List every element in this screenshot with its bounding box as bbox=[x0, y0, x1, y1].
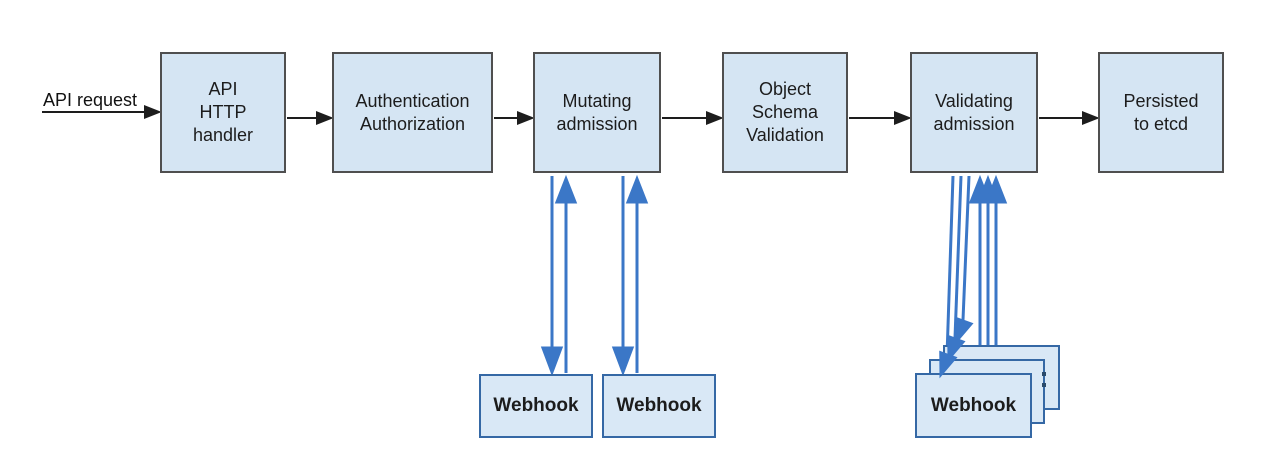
flow-arrow-validating-to-etcd bbox=[1039, 111, 1100, 125]
flow-box-api-http-handler: API HTTP handler bbox=[160, 52, 286, 173]
validating-webhook-down-lines bbox=[945, 175, 971, 357]
mutating-webhook2-down-arrow bbox=[611, 176, 635, 377]
webhook-box-mutating-2: Webhook bbox=[602, 374, 716, 438]
webhook-box-mutating-1: Webhook bbox=[479, 374, 593, 438]
flow-arrow-schema-to-validating bbox=[849, 111, 912, 125]
mutating-webhook1-down-arrow bbox=[540, 176, 564, 377]
api-request-label: API request bbox=[43, 90, 138, 110]
api-request-arrow bbox=[42, 105, 162, 119]
flow-arrow-mutating-to-schema bbox=[662, 111, 724, 125]
flow-box-persisted-to-etcd: Persisted to etcd bbox=[1098, 52, 1224, 173]
mutating-webhook2-up-arrow bbox=[625, 174, 649, 373]
flow-box-mutating-admission: Mutating admission bbox=[533, 52, 661, 173]
flow-arrow-handler-to-auth bbox=[287, 111, 334, 125]
mutating-webhook1-up-arrow bbox=[554, 174, 578, 373]
webhook-box-validating-front: Webhook bbox=[915, 373, 1032, 438]
validating-webhook-up-arrows bbox=[968, 174, 1008, 372]
flow-box-object-schema-validation: Object Schema Validation bbox=[722, 52, 848, 173]
flow-arrow-auth-to-mutating bbox=[494, 111, 535, 125]
flow-box-authentication-authorization: Authentication Authorization bbox=[332, 52, 493, 173]
flow-box-validating-admission: Validating admission bbox=[910, 52, 1038, 173]
